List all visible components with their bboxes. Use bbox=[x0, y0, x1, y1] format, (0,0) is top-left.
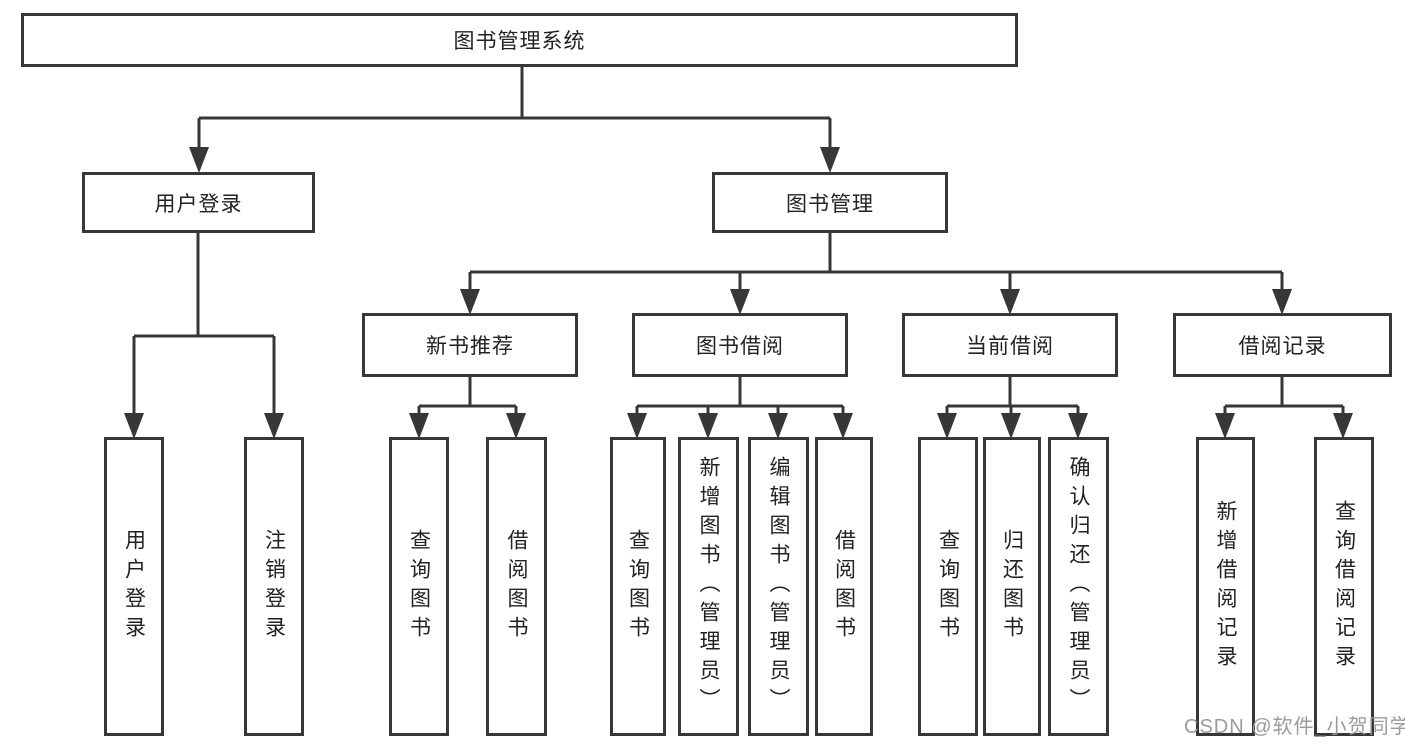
node-current-borrow-label: 当前借阅 bbox=[966, 335, 1054, 358]
leaf-query-borrow-record-label: 查询借阅记录 bbox=[1332, 499, 1356, 674]
leaf-query-books-1-label: 查询图书 bbox=[407, 528, 431, 645]
leaf-return-books: 归还图书 bbox=[983, 437, 1041, 736]
leaf-logout-label: 注销登录 bbox=[262, 528, 286, 645]
leaf-query-books-3: 查询图书 bbox=[918, 437, 978, 736]
node-borrow-records: 借阅记录 bbox=[1173, 313, 1392, 377]
leaf-query-books-2-label: 查询图书 bbox=[626, 528, 650, 645]
node-borrow-records-label: 借阅记录 bbox=[1238, 335, 1327, 358]
csdn-watermark: CSDN @软件_小贺同学 bbox=[1184, 716, 1405, 738]
leaf-user-login-label: 用户登录 bbox=[122, 528, 146, 645]
leaf-logout: 注销登录 bbox=[244, 437, 304, 736]
leaf-confirm-return-admin: 确认归还（管理员） bbox=[1048, 437, 1109, 736]
node-user-login-label: 用户登录 bbox=[154, 192, 243, 216]
leaf-user-login: 用户登录 bbox=[104, 437, 164, 736]
leaf-query-books-2: 查询图书 bbox=[610, 437, 666, 736]
node-book-borrow: 图书借阅 bbox=[632, 313, 848, 377]
leaf-return-books-label: 归还图书 bbox=[1000, 528, 1024, 645]
leaf-borrow-books-1-label: 借阅图书 bbox=[505, 528, 528, 645]
leaf-query-borrow-record: 查询借阅记录 bbox=[1314, 437, 1374, 736]
node-user-login: 用户登录 bbox=[82, 172, 315, 233]
node-book-management: 图书管理 bbox=[712, 172, 948, 233]
node-library-system-label: 图书管理系统 bbox=[453, 30, 586, 53]
leaf-borrow-books-2-label: 借阅图书 bbox=[832, 528, 856, 645]
node-new-book-recommend: 新书推荐 bbox=[362, 313, 578, 377]
leaf-query-books-1: 查询图书 bbox=[389, 437, 449, 736]
leaf-add-borrow-record-label: 新增借阅记录 bbox=[1214, 499, 1237, 674]
leaf-add-books-admin: 新增图书（管理员） bbox=[678, 437, 739, 736]
leaf-edit-books-admin: 编辑图书（管理员） bbox=[748, 437, 809, 736]
node-current-borrow: 当前借阅 bbox=[902, 313, 1118, 377]
leaf-query-books-3-label: 查询图书 bbox=[936, 528, 960, 645]
leaf-add-books-admin-label: 新增图书（管理员） bbox=[697, 456, 720, 717]
leaf-borrow-books-1: 借阅图书 bbox=[486, 437, 547, 736]
node-book-borrow-label: 图书借阅 bbox=[696, 335, 784, 358]
node-library-system: 图书管理系统 bbox=[21, 13, 1018, 67]
leaf-borrow-books-2: 借阅图书 bbox=[815, 437, 873, 736]
leaf-confirm-return-admin-label: 确认归还（管理员） bbox=[1067, 456, 1090, 717]
node-book-management-label: 图书管理 bbox=[786, 192, 874, 216]
node-new-book-recommend-label: 新书推荐 bbox=[426, 335, 514, 358]
leaf-add-borrow-record: 新增借阅记录 bbox=[1196, 437, 1255, 736]
leaf-edit-books-admin-label: 编辑图书（管理员） bbox=[767, 456, 790, 717]
arrowheads bbox=[124, 147, 1353, 439]
